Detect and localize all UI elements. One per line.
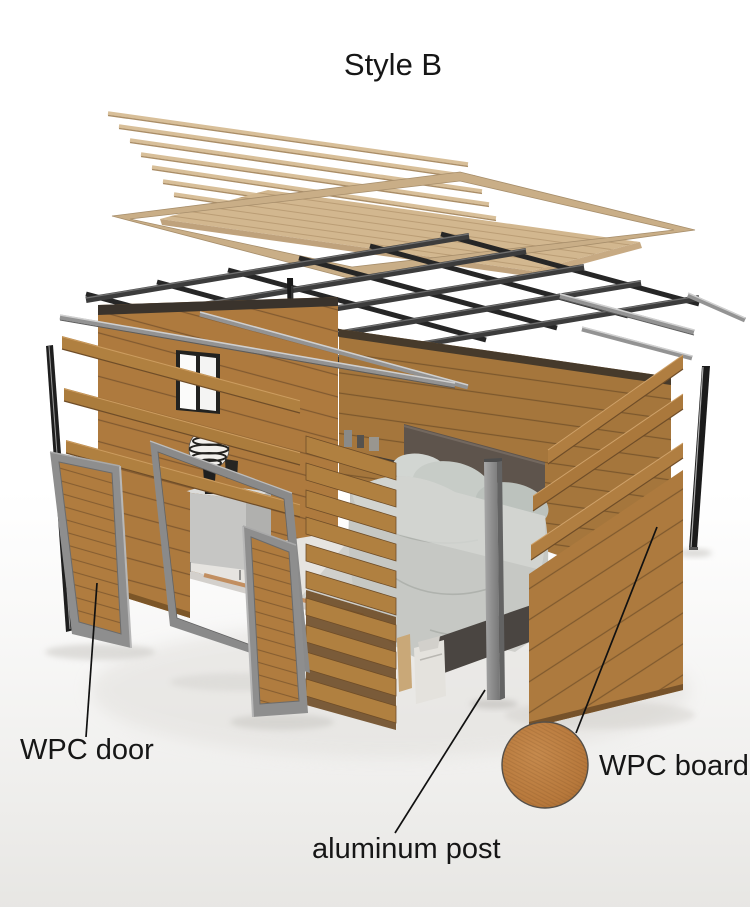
wpc-door-front (242, 525, 308, 718)
label-wpc-door: WPC door (20, 734, 154, 766)
wpc-door-left (49, 451, 132, 649)
aluminum-post-right (689, 366, 710, 550)
page-title: Style B (343, 47, 443, 82)
wall-right-front (529, 354, 684, 728)
wall-left-exploded-slats (61, 336, 301, 518)
bedside-books-bag (397, 634, 446, 704)
headboard (404, 424, 545, 498)
aluminum-post-front (484, 458, 505, 700)
label-wpc-board: WPC board (599, 750, 749, 782)
wpc-board-swatch (501, 721, 589, 809)
center-louver-screen (305, 435, 397, 730)
leader-line-wpc-door (85, 582, 98, 738)
aluminum-rails (59, 292, 747, 390)
leader-line-aluminum-post (394, 689, 486, 834)
label-aluminum-post: aluminum post (312, 833, 501, 865)
leader-lines (85, 526, 658, 834)
leader-line-wpc-board (575, 526, 658, 734)
roof-trim-frame (111, 171, 696, 279)
